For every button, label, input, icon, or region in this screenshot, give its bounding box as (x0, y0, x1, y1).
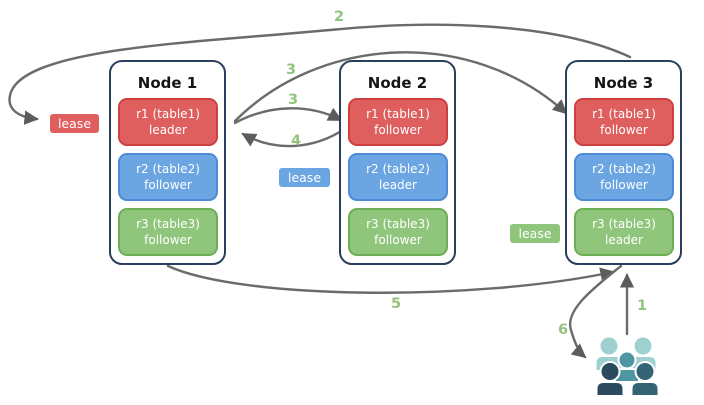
step-label-3-lower: 3 (287, 92, 299, 108)
replica-role: leader (378, 178, 417, 192)
node-1: Node 1 r1 (table1) leader r2 (table2) fo… (109, 60, 226, 265)
replica-role: follower (374, 123, 422, 137)
replica-node1-r3: r3 (table3) follower (118, 208, 218, 256)
arrow-step-3-to-node2 (233, 107, 343, 125)
step-label-2: 2 (333, 9, 345, 25)
replica-name: r2 (table2) (366, 162, 430, 176)
replica-node3-r1: r1 (table1) follower (574, 98, 674, 146)
replica-role: follower (374, 233, 422, 247)
replica-name: r2 (table2) (592, 162, 656, 176)
users-group-icon (594, 335, 660, 397)
replica-name: r3 (table3) (366, 217, 430, 231)
arrow-step-4 (241, 126, 348, 148)
replica-node1-r2: r2 (table2) follower (118, 153, 218, 201)
replica-name: r3 (table3) (136, 217, 200, 231)
replica-name: r1 (table1) (366, 107, 430, 121)
replica-role: follower (144, 178, 192, 192)
node-1-title: Node 1 (137, 74, 198, 92)
replica-role: follower (600, 178, 648, 192)
replica-name: r3 (table3) (592, 217, 656, 231)
lease-badge-r1: lease (48, 112, 101, 135)
replica-role: follower (144, 233, 192, 247)
node-3-title: Node 3 (593, 74, 654, 92)
lease-badge-r3: lease (508, 222, 562, 245)
lease-badge-r2: lease (277, 166, 332, 189)
replica-role: follower (600, 123, 648, 137)
replica-node2-r2: r2 (table2) leader (348, 153, 448, 201)
arrow-step-3-to-node3 (233, 51, 568, 123)
step-label-4: 4 (290, 133, 302, 149)
replica-node2-r3: r3 (table3) follower (348, 208, 448, 256)
arrow-step-2 (8, 23, 632, 125)
node-2: Node 2 r1 (table1) follower r2 (table2) … (339, 60, 456, 265)
user-figure (595, 361, 625, 397)
replica-name: r1 (table1) (136, 107, 200, 121)
arrow-step-5 (166, 264, 615, 294)
replica-name: r2 (table2) (136, 162, 200, 176)
step-label-5: 5 (390, 296, 402, 312)
arrow-step-6 (568, 264, 623, 359)
replica-role: leader (148, 123, 187, 137)
user-figure (630, 361, 660, 397)
node-2-title: Node 2 (367, 74, 428, 92)
replica-name: r1 (table1) (592, 107, 656, 121)
replica-role: leader (604, 233, 643, 247)
replica-node3-r2: r2 (table2) follower (574, 153, 674, 201)
node-3: Node 3 r1 (table1) follower r2 (table2) … (565, 60, 682, 265)
replica-node2-r1: r1 (table1) follower (348, 98, 448, 146)
arrows (8, 23, 635, 359)
replica-node3-r3: r3 (table3) leader (574, 208, 674, 256)
replica-node1-r1: r1 (table1) leader (118, 98, 218, 146)
step-label-6: 6 (557, 322, 569, 338)
step-label-1: 1 (636, 298, 648, 314)
step-label-3-upper: 3 (285, 62, 297, 78)
